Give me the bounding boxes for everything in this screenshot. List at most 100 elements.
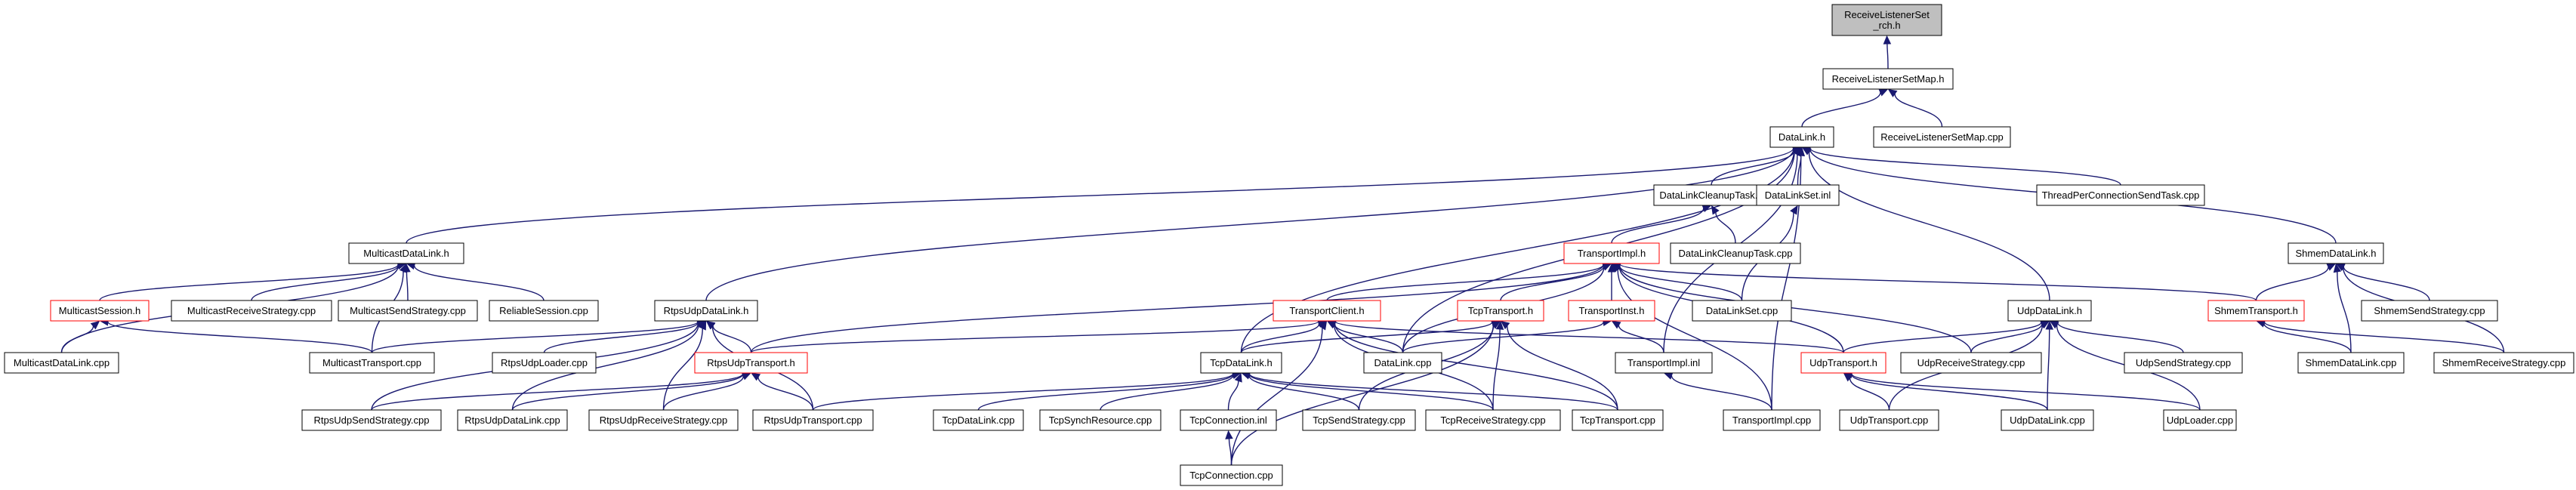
node-label: ShmemReceiveStrategy.cpp <box>2442 357 2566 368</box>
node-udp_dl_h[interactable]: UdpDataLink.h <box>2007 300 2092 322</box>
node-box <box>309 352 435 374</box>
node-dlcleanup_cpp[interactable]: DataLinkCleanupTask.cpp <box>1670 242 1801 264</box>
node-box <box>1180 464 1283 486</box>
node-datalink_h[interactable]: DataLink.h <box>1769 126 1834 148</box>
node-dlset_inl[interactable]: DataLinkSet.inl <box>1756 184 1840 206</box>
node-label: RtpsUdpTransport.h <box>707 357 795 368</box>
edge-shmem_recv_cpp-to-shmem_transport_h <box>2256 318 2505 353</box>
edge-tclient_h-to-timpl_h <box>1326 260 1612 301</box>
node-box <box>2163 409 2237 431</box>
node-shmem_dl_cpp[interactable]: ShmemDataLink.cpp <box>2297 352 2405 374</box>
node-rtps_recv_cpp[interactable]: RtpsUdpReceiveStrategy.cpp <box>588 409 739 431</box>
nodes-layer: ReceiveListenerSet_rch.hReceiveListenerS… <box>4 4 2574 486</box>
node-label: TcpSynchResource.cpp <box>1049 414 1152 426</box>
node-label: TcpTransport.h <box>1468 305 1533 316</box>
node-box <box>1769 126 1834 148</box>
node-tcp_recv_cpp[interactable]: TcpReceiveStrategy.cpp <box>1425 409 1561 431</box>
node-tcp_dl_cpp[interactable]: TcpDataLink.cpp <box>933 409 1024 431</box>
edge-tcp_dl_h-to-tcptransport_h <box>1240 318 1501 353</box>
node-shmem_transport_h[interactable]: ShmemTransport.h <box>2207 300 2305 322</box>
node-timpl_cpp[interactable]: TransportImpl.cpp <box>1723 409 1821 431</box>
node-dlset_cpp[interactable]: DataLinkSet.cpp <box>1692 300 1792 322</box>
node-label: UdpDataLink.cpp <box>2010 414 2085 426</box>
node-rtps_send_cpp[interactable]: RtpsUdpSendStrategy.cpp <box>301 409 442 431</box>
edge-udp_dl_h-to-datalink_h <box>1801 146 2050 301</box>
node-box <box>2207 300 2305 322</box>
node-box <box>50 300 150 322</box>
node-reliable_cpp[interactable]: ReliableSession.cpp <box>489 300 599 322</box>
edge-mcast_transport_cpp-to-mcast_session_h <box>99 318 373 353</box>
node-tcptransport_h[interactable]: TcpTransport.h <box>1457 300 1544 322</box>
node-tcp_send_cpp[interactable]: TcpSendStrategy.cpp <box>1302 409 1416 431</box>
edge-tcp_dl_h-to-tclient_h <box>1240 320 1328 353</box>
edge-dlcleanup_cpp-to-dlcleanup_h <box>1711 205 1736 244</box>
node-mcast_recv_cpp[interactable]: MulticastReceiveStrategy.cpp <box>171 300 332 322</box>
node-udp_transport_h[interactable]: UdpTransport.h <box>1800 352 1886 374</box>
node-label: ShmemTransport.h <box>2214 305 2298 316</box>
edge-timpl_cpp-to-timpl_inl <box>1663 371 1772 411</box>
node-shmem_recv_cpp[interactable]: ShmemReceiveStrategy.cpp <box>2433 352 2574 374</box>
node-rtps_loader_cpp[interactable]: RtpsUdpLoader.cpp <box>492 352 597 374</box>
node-timpl_inl[interactable]: TransportImpl.inl <box>1615 352 1713 374</box>
node-tcp_dl_h[interactable]: TcpDataLink.h <box>1200 352 1282 374</box>
edge-shmem_transport_h-to-shmem_dl_h <box>2255 263 2337 301</box>
edge-rlsm_h-to-rls_rch <box>1883 35 1892 69</box>
edge-tcp_conn_cpp-to-tcp_conn_inl <box>1225 430 1233 466</box>
edge-tcp_recv_cpp-to-tcptransport_h <box>1492 320 1504 411</box>
node-label: UdpTransport.h <box>1809 357 1877 368</box>
node-shmem_send_cpp[interactable]: ShmemSendStrategy.cpp <box>2361 300 2498 322</box>
node-udp_send_cpp[interactable]: UdpSendStrategy.cpp <box>2124 352 2243 374</box>
node-tcp_conn_inl[interactable]: TcpConnection.inl <box>1180 409 1277 431</box>
node-box <box>1873 126 2011 148</box>
node-rtps_dl_h[interactable]: RtpsUdpDataLink.h <box>654 300 758 322</box>
node-box <box>492 352 597 374</box>
node-label: RtpsUdpTransport.cpp <box>764 414 862 426</box>
node-udp_loader_cpp[interactable]: UdpLoader.cpp <box>2163 409 2237 431</box>
node-box <box>348 242 464 264</box>
node-tinst_h[interactable]: TransportInst.h <box>1568 300 1655 322</box>
edge-tcp_transport_cpp-to-tcptransport_h <box>1500 320 1618 411</box>
node-mcast_send_cpp[interactable]: MulticastSendStrategy.cpp <box>338 300 478 322</box>
node-rlsm_h[interactable]: ReceiveListenerSetMap.h <box>1822 68 1954 90</box>
node-rtps_dl_cpp[interactable]: RtpsUdpDataLink.cpp <box>457 409 568 431</box>
node-label: MulticastTransport.cpp <box>322 357 421 368</box>
node-box <box>1457 300 1544 322</box>
node-mcast_session_h[interactable]: MulticastSession.h <box>50 300 150 322</box>
node-dlcleanup_h[interactable]: DataLinkCleanupTask.h <box>1653 184 1769 206</box>
node-udp_transport_cpp[interactable]: UdpTransport.cpp <box>1839 409 1939 431</box>
node-box <box>1831 4 1942 36</box>
node-label: TcpSendStrategy.cpp <box>1313 414 1405 426</box>
node-label: DataLinkSet.cpp <box>1706 305 1778 316</box>
edge-shmem_send_cpp-to-shmem_dl_h <box>2335 263 2430 301</box>
node-rtps_transport_cpp[interactable]: RtpsUdpTransport.cpp <box>752 409 874 431</box>
node-box <box>752 409 874 431</box>
node-mcast_dl_h[interactable]: MulticastDataLink.h <box>348 242 464 264</box>
edge-tcp_conn_cpp-to-tcptransport_h <box>1230 320 1501 466</box>
node-tpcst_cpp[interactable]: ThreadPerConnectionSendTask.cpp <box>2036 184 2205 206</box>
node-box <box>1563 242 1660 264</box>
node-udp_recv_cpp[interactable]: UdpReceiveStrategy.cpp <box>1900 352 2042 374</box>
node-tcp_synch_cpp[interactable]: TcpSynchResource.cpp <box>1039 409 1162 431</box>
edge-rtps_transport_cpp-to-rtps_transport_h <box>751 372 814 411</box>
node-shmem_dl_h[interactable]: ShmemDataLink.h <box>2288 242 2384 264</box>
node-mcast_dl_cpp[interactable]: MulticastDataLink.cpp <box>4 352 119 374</box>
node-rls_rch[interactable]: ReceiveListenerSet_rch.h <box>1831 4 1942 36</box>
node-rlsm_cpp[interactable]: ReceiveListenerSetMap.cpp <box>1873 126 2011 148</box>
node-label: TcpDataLink.h <box>1210 357 1272 368</box>
node-datalink_cpp[interactable]: DataLink.cpp <box>1363 352 1442 374</box>
node-mcast_transport_cpp[interactable]: MulticastTransport.cpp <box>309 352 435 374</box>
edge-tcp_recv_cpp-to-tcp_dl_h <box>1241 370 1494 411</box>
node-box <box>1670 242 1801 264</box>
node-label: DataLink.cpp <box>1374 357 1432 368</box>
node-box <box>338 300 478 322</box>
node-timpl_h[interactable]: TransportImpl.h <box>1563 242 1660 264</box>
edge-mcast_dl_h-to-datalink_h <box>406 143 1803 244</box>
edge-mcast_session_h-to-mcast_dl_h <box>99 260 407 301</box>
node-rtps_transport_h[interactable]: RtpsUdpTransport.h <box>694 352 808 374</box>
edge-udp_transport_cpp-to-udp_transport_h <box>1843 372 1890 411</box>
node-tclient_h[interactable]: TransportClient.h <box>1273 300 1381 322</box>
edge-udp_dl_cpp-to-udp_dl_h <box>2045 320 2053 411</box>
node-tcp_conn_cpp[interactable]: TcpConnection.cpp <box>1180 464 1283 486</box>
node-tcp_transport_cpp[interactable]: TcpTransport.cpp <box>1572 409 1664 431</box>
node-udp_dl_cpp[interactable]: UdpDataLink.cpp <box>2001 409 2094 431</box>
